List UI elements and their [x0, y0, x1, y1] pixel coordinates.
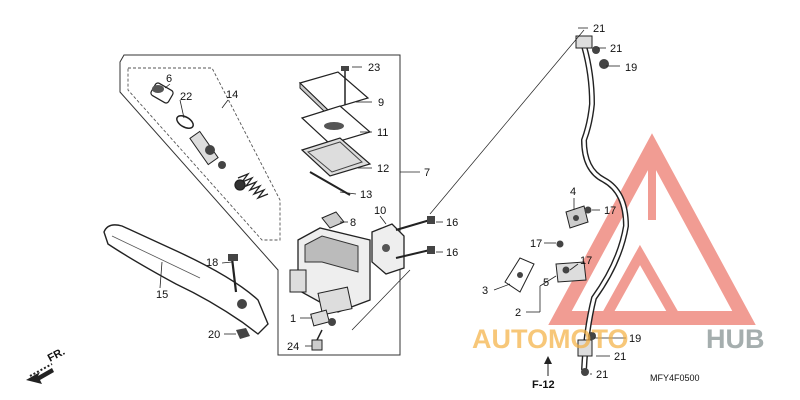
master-cylinder-body-part: [289, 227, 371, 316]
callout-22: 22: [180, 91, 192, 103]
master-cylinder-group-outline: [119, 54, 401, 356]
switch-part: [321, 211, 345, 229]
piston-kit-outline: [127, 67, 281, 241]
diagram-code: MFY4F0500: [650, 373, 700, 383]
callout-4: 4: [570, 186, 576, 198]
piston-part: [189, 130, 226, 169]
callout-2: 2: [515, 307, 521, 319]
bolt-16-upper-part: [395, 216, 435, 231]
callouts: 6 22 14 23 9 11 12 13 7 8 10 16 16 1 24 …: [156, 23, 641, 381]
callout-20: 20: [208, 329, 220, 341]
callout-21-c: 21: [614, 351, 626, 363]
hose-banjo-bottom-part: [577, 332, 596, 376]
circlip-part: [176, 115, 194, 129]
callout-8: 8: [350, 217, 356, 229]
hose-clamp-4-part: [565, 205, 589, 229]
float-part: [309, 171, 351, 196]
screw-23-part: [341, 66, 349, 105]
spring-part: [234, 172, 269, 200]
callout-9: 9: [378, 97, 384, 109]
nut-20-part: [236, 328, 250, 339]
callout-12: 12: [377, 163, 389, 175]
callout-13: 13: [360, 189, 372, 201]
pivot-bolt-part: [228, 254, 238, 293]
hose-guide-part: [555, 261, 587, 283]
callout-5: 5: [543, 277, 549, 289]
callout-21-a: 21: [593, 23, 605, 35]
brake-hose-part: [580, 45, 630, 371]
callout-7: 7: [424, 167, 430, 179]
callout-17-a: 17: [604, 205, 616, 217]
callout-23: 23: [368, 62, 380, 74]
front-label: FR.: [46, 346, 67, 365]
callout-21-d: 21: [596, 369, 608, 381]
callout-16-lower: 16: [446, 247, 458, 259]
callout-17-b: 17: [530, 238, 542, 250]
callout-19-a: 19: [625, 62, 637, 74]
callout-11: 11: [377, 127, 388, 139]
callout-19-b: 19: [629, 333, 641, 345]
diaphragm-part: [300, 137, 372, 177]
callout-15: 15: [156, 289, 168, 301]
plate-part: [300, 105, 372, 145]
brake-lever-part: [103, 224, 269, 335]
piston-boot-part: [150, 82, 174, 104]
stay-3-part: [504, 257, 535, 293]
callout-6: 6: [166, 73, 172, 85]
callout-24: 24: [287, 341, 299, 353]
front-direction-arrow-icon: [26, 363, 54, 384]
reference-label: F-12: [532, 379, 555, 391]
watermark-logo-icon: [548, 133, 756, 325]
watermark-text: AUTOMOTO HUB: [472, 324, 765, 354]
leader-lines: [159, 27, 626, 375]
callout-17-c: 17: [580, 255, 592, 267]
reservoir-cap-part: [298, 71, 370, 117]
reference-arrow-icon: [544, 356, 552, 376]
callout-1: 1: [290, 313, 296, 325]
callout-3: 3: [482, 285, 488, 297]
watermark-text-part2: HUB: [706, 324, 765, 354]
bolt-17-parts: [556, 206, 592, 274]
callout-10: 10: [374, 205, 386, 217]
callout-18: 18: [206, 257, 218, 269]
hose-banjo-top-part: [575, 35, 609, 69]
callout-21-b: 21: [610, 43, 622, 55]
holder-part: [371, 223, 405, 275]
screw-1-part: [310, 309, 336, 327]
callout-14: 14: [226, 89, 238, 101]
callout-16-upper: 16: [446, 217, 458, 229]
bolt-16-lower-part: [395, 246, 435, 259]
screw-24-part: [311, 329, 323, 351]
watermark-text-part1: AUTOMOTO: [472, 324, 629, 354]
